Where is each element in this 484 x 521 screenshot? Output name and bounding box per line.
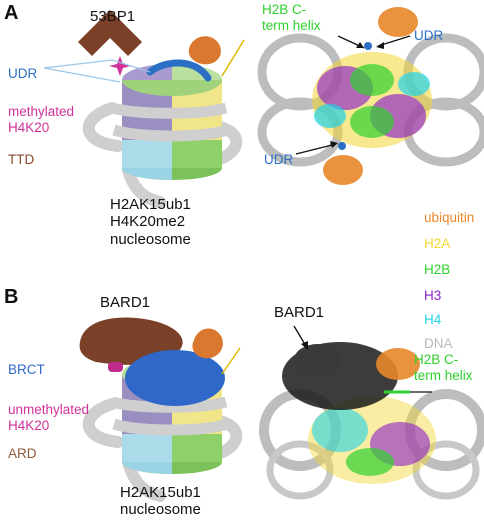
panel-b-unmethyl-label: unmethylated H4K20 <box>8 402 90 433</box>
panel-a-structure <box>257 7 484 185</box>
panel-a-udr-top-label: UDR <box>414 28 444 43</box>
panel-a-udr-label: UDR <box>8 66 38 81</box>
panel-b-structure <box>259 325 484 500</box>
panel-a-reader-label: 53BP1 <box>90 8 136 25</box>
panel-b-reader-label: BARD1 <box>100 294 151 311</box>
panel-a-letter: A <box>4 2 19 24</box>
panel-b-nucleosome-cartoon <box>79 317 243 502</box>
legend-item-h2a: H2A <box>424 236 451 251</box>
legend-item-h3: H3 <box>424 288 442 303</box>
legend-item-h4: H4 <box>424 312 442 327</box>
panel-a-methyl-label: methylated H4K20 <box>8 104 75 135</box>
panel-b-structure-label: BARD1 <box>274 304 325 321</box>
panel-a-complex-label: H2AK15ub1 H4K20me2 nucleosome <box>110 196 191 248</box>
panel-a-udr-bottom-label: UDR <box>264 152 294 167</box>
panel-b-complex-label: H2AK15ub1 nucleosome <box>120 484 201 519</box>
panel-a-helix-label: H2B C- term helix <box>262 2 321 33</box>
panel-b-brct-label: BRCT <box>8 362 45 377</box>
panel-b-letter: B <box>4 286 19 308</box>
legend-item-h2b: H2B <box>424 262 451 277</box>
panel-b-helix-label: H2B C- term helix <box>414 352 473 383</box>
legend-item-ubiquitin: ubiquitin <box>424 210 475 225</box>
panel-a-ttd-label: TTD <box>8 152 35 167</box>
panel-a-nucleosome-cartoon <box>43 10 245 208</box>
panel-b-ard-label: ARD <box>8 446 37 461</box>
legend-item-dna: DNA <box>424 336 453 351</box>
